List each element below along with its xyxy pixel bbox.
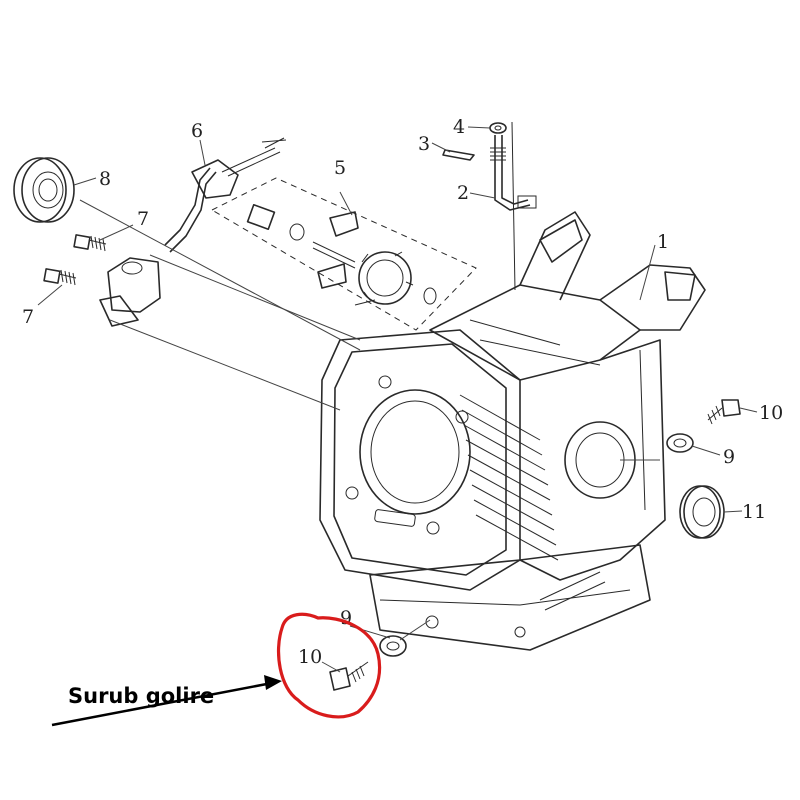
annotation-arrow xyxy=(51,681,273,727)
callout-9-right: 9 xyxy=(723,446,735,468)
callout-10-bottom: 10 xyxy=(298,646,322,668)
callout-labels: 1 2 3 4 5 6 7 7 8 10 9 11 9 10 xyxy=(22,116,783,668)
governor-shaft-2 xyxy=(490,135,537,211)
governor-lever-6 xyxy=(99,137,287,327)
callout-7-upper: 7 xyxy=(137,208,149,230)
leader-lines xyxy=(37,126,758,673)
bolt-10-right xyxy=(707,399,741,425)
drain-bolt-highlight: Surub golire xyxy=(51,612,382,727)
pin-3 xyxy=(442,149,475,161)
washer-9-right xyxy=(666,433,694,453)
callout-3: 3 xyxy=(418,133,430,155)
callout-11: 11 xyxy=(742,501,766,523)
callout-6: 6 xyxy=(191,120,203,142)
callout-7-lower: 7 xyxy=(22,306,34,328)
callout-2: 2 xyxy=(457,182,469,204)
governor-assembly-5 xyxy=(210,177,477,331)
highlight-circle xyxy=(276,612,382,719)
callout-10-right: 10 xyxy=(759,402,783,424)
callout-9-bottom: 9 xyxy=(340,607,352,629)
callout-8: 8 xyxy=(99,168,111,190)
annotation-label: Surub golire xyxy=(68,684,214,708)
bolt-7-upper xyxy=(73,234,107,252)
callout-4: 4 xyxy=(453,116,465,138)
callout-5: 5 xyxy=(334,157,346,179)
oil-seal-8 xyxy=(13,157,75,223)
crankcase-body xyxy=(319,211,706,651)
drain-washer-9 xyxy=(379,635,407,657)
drain-bolt-10 xyxy=(329,661,369,691)
annotation-arrow-head xyxy=(264,675,282,690)
bolt-7-lower xyxy=(43,268,77,286)
oil-seal-11 xyxy=(679,485,725,539)
callout-1: 1 xyxy=(657,231,669,253)
